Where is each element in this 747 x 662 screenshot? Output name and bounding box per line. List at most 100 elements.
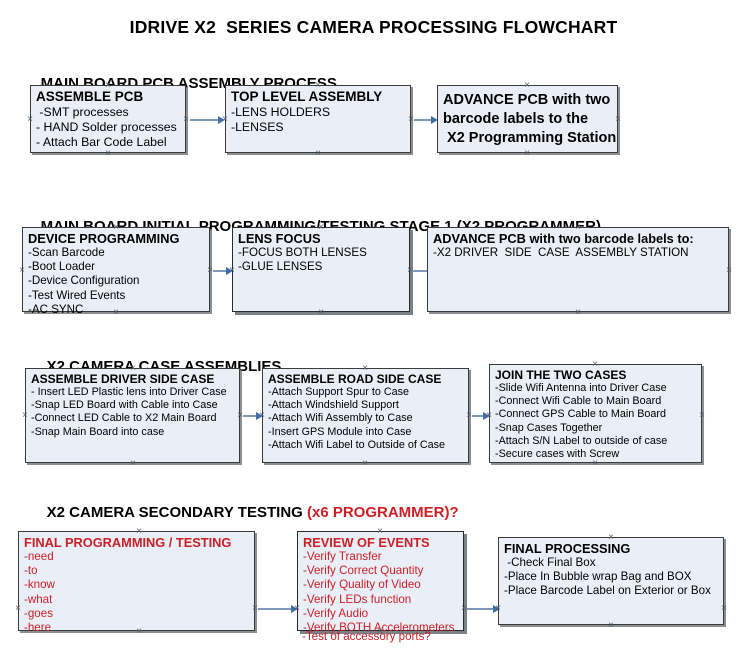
node-line: X2 Programming Station	[443, 130, 617, 146]
node-line: -here	[24, 621, 52, 635]
connection-handle-bottom[interactable]	[129, 459, 138, 468]
connection-handle-top[interactable]	[607, 533, 616, 542]
connection-handle-top[interactable]	[361, 364, 370, 373]
connection-handle-left[interactable]	[293, 604, 302, 613]
node-assemble-road-side-case[interactable]: ASSEMBLE ROAD SIDE CASE -Attach Support …	[262, 368, 469, 463]
node-final-programming-testing[interactable]: FINAL PROGRAMMING / TESTING -need -to -k…	[18, 531, 255, 634]
node-line: -to	[24, 564, 38, 578]
node-line: -Snap LED Board with Cable into Case	[31, 399, 218, 412]
node-line: -Snap Cases Together	[495, 421, 603, 434]
connection-handle-left[interactable]	[228, 266, 237, 275]
connection-handle-bottom[interactable]	[317, 308, 326, 317]
node-assemble-pcb[interactable]: ASSEMBLE PCB -SMT processes - HAND Solde…	[30, 85, 186, 153]
connection-handle-left[interactable]	[14, 604, 23, 613]
section-heading-text: X2 CAMERA SECONDARY TESTING	[46, 504, 307, 521]
node-line: -goes	[24, 606, 54, 620]
node-title: FINAL PROGRAMMING / TESTING	[24, 535, 232, 550]
connection-handle-top[interactable]	[317, 223, 326, 232]
node-review-of-events[interactable]: REVIEW OF EVENTS -Verify Transfer -Verif…	[297, 531, 464, 634]
page-title: IDRIVE X2 SERIES CAMERA PROCESSING FLOWC…	[129, 17, 618, 37]
node-final-processing[interactable]: FINAL PROCESSING -Check Final Box -Place…	[498, 537, 724, 625]
connection-handle-top[interactable]	[376, 527, 385, 536]
node-title: FINAL PROCESSING	[504, 541, 631, 556]
connection-handle-bottom[interactable]	[607, 621, 616, 630]
connection-handle-left[interactable]	[21, 411, 30, 420]
node-line: -LENS HOLDERS	[231, 105, 331, 119]
node-line: -Verify LEDs function	[303, 592, 412, 606]
connection-handle-top[interactable]	[135, 527, 144, 536]
node-line: -Connect GPS Cable to Main Board	[495, 408, 667, 421]
connection-handle-right[interactable]	[614, 115, 623, 124]
connection-handle-top[interactable]	[574, 223, 583, 232]
connection-handle-left[interactable]	[18, 266, 27, 275]
connection-handle-top[interactable]	[104, 81, 113, 90]
node-overflow-line: -Test of accessory ports?	[302, 630, 431, 643]
node-line: -Device Configuration	[28, 274, 140, 288]
node-line: -Verify Quality of Video	[303, 578, 421, 592]
node-line: -Scan Barcode	[28, 246, 105, 259]
node-line: -Connect LED Cable to X2 Main Board	[31, 412, 217, 425]
node-advance-pcb-programming-station[interactable]: ADVANCE PCB with two barcode labels to t…	[437, 85, 618, 153]
node-line: -what	[24, 592, 53, 606]
connection-handle-bottom[interactable]	[135, 627, 144, 636]
node-line: -GLUE LENSES	[238, 260, 323, 274]
connection-handle-top[interactable]	[112, 223, 121, 232]
node-title: ADVANCE PCB with two	[443, 92, 611, 108]
connection-handle-left[interactable]	[258, 411, 267, 420]
node-title: ASSEMBLE ROAD SIDE CASE	[268, 372, 442, 386]
connection-handle-bottom[interactable]	[376, 627, 385, 636]
node-line: -X2 DRIVER SIDE CASE ASSEMBLY STATION	[433, 246, 689, 259]
node-line: -Connect Wifi Cable to Main Board	[495, 395, 662, 408]
node-line: -LENSES	[231, 120, 284, 134]
node-lens-focus[interactable]: LENS FOCUS -FOCUS BOTH LENSES -GLUE LENS…	[232, 227, 410, 312]
connection-handle-bottom[interactable]	[104, 149, 113, 158]
connection-handle-top[interactable]	[591, 360, 600, 369]
connection-handle-top[interactable]	[314, 81, 323, 90]
node-line: -SMT processes	[36, 105, 129, 119]
node-title: LENS FOCUS	[238, 231, 321, 246]
node-advance-pcb-driver-side-case[interactable]: ADVANCE PCB with two barcode labels to: …	[427, 227, 729, 312]
node-line: - HAND Solder processes	[36, 120, 177, 134]
node-line: -Slide Wifi Antenna into Driver Case	[495, 382, 667, 394]
connection-handle-top[interactable]	[523, 81, 532, 90]
node-top-level-assembly[interactable]: TOP LEVEL ASSEMBLY -LENS HOLDERS -LENSES	[225, 85, 411, 153]
node-line: -Test Wired Events	[28, 288, 126, 302]
connection-handle-left[interactable]	[221, 115, 230, 124]
connection-handle-right[interactable]	[698, 411, 707, 420]
connection-handle-bottom[interactable]	[523, 149, 532, 158]
connection-handle-bottom[interactable]	[361, 459, 370, 468]
node-line: -Verify BOTH Accelerometers	[303, 621, 455, 635]
node-line: -Check Final Box	[504, 556, 596, 569]
node-device-programming[interactable]: DEVICE PROGRAMMING -Scan Barcode -Boot L…	[22, 227, 210, 316]
connection-handle-bottom[interactable]	[112, 308, 121, 317]
node-line: -Verify Audio	[303, 606, 369, 620]
section-heading-x2-camera-secondary-testing: X2 CAMERA SECONDARY TESTING (x6 PROGRAMM…	[30, 487, 459, 538]
connection-handle-bottom[interactable]	[591, 459, 600, 468]
connection-handle-right[interactable]	[725, 266, 734, 275]
node-title: JOIN THE TWO CASES	[495, 368, 627, 382]
node-line: - Attach Bar Code Label	[36, 135, 167, 149]
node-title: REVIEW OF EVENTS	[303, 535, 430, 550]
node-line: -know	[24, 578, 55, 592]
node-line: -Verify Transfer	[303, 550, 382, 563]
node-line: -Insert GPS Module into Case	[268, 425, 412, 438]
connection-handle-left[interactable]	[26, 115, 35, 124]
connection-handle-bottom[interactable]	[314, 149, 323, 158]
node-assemble-driver-side-case[interactable]: ASSEMBLE DRIVER SIDE CASE - Insert LED P…	[25, 368, 240, 463]
connection-handle-left[interactable]	[485, 411, 494, 420]
node-line: -Attach Support Spur to Case	[268, 386, 410, 398]
node-line: -Attach Wifi Assembly to Case	[268, 412, 413, 425]
node-line: -FOCUS BOTH LENSES	[238, 246, 367, 259]
connection-handle-right[interactable]	[720, 604, 729, 613]
node-title: ASSEMBLE DRIVER SIDE CASE	[31, 372, 215, 386]
connection-handle-bottom[interactable]	[574, 308, 583, 317]
node-line: - Insert LED Plastic lens into Driver Ca…	[31, 386, 227, 398]
node-title: ASSEMBLE PCB	[36, 89, 144, 104]
node-line: barcode labels to the	[443, 111, 589, 127]
node-line: -need	[24, 550, 54, 563]
connection-handle-top[interactable]	[129, 364, 138, 373]
node-join-the-two-cases[interactable]: JOIN THE TWO CASES -Slide Wifi Antenna i…	[489, 364, 702, 463]
connection-handle-left[interactable]	[494, 604, 503, 613]
node-title: ADVANCE PCB with two barcode labels to:	[433, 231, 694, 246]
